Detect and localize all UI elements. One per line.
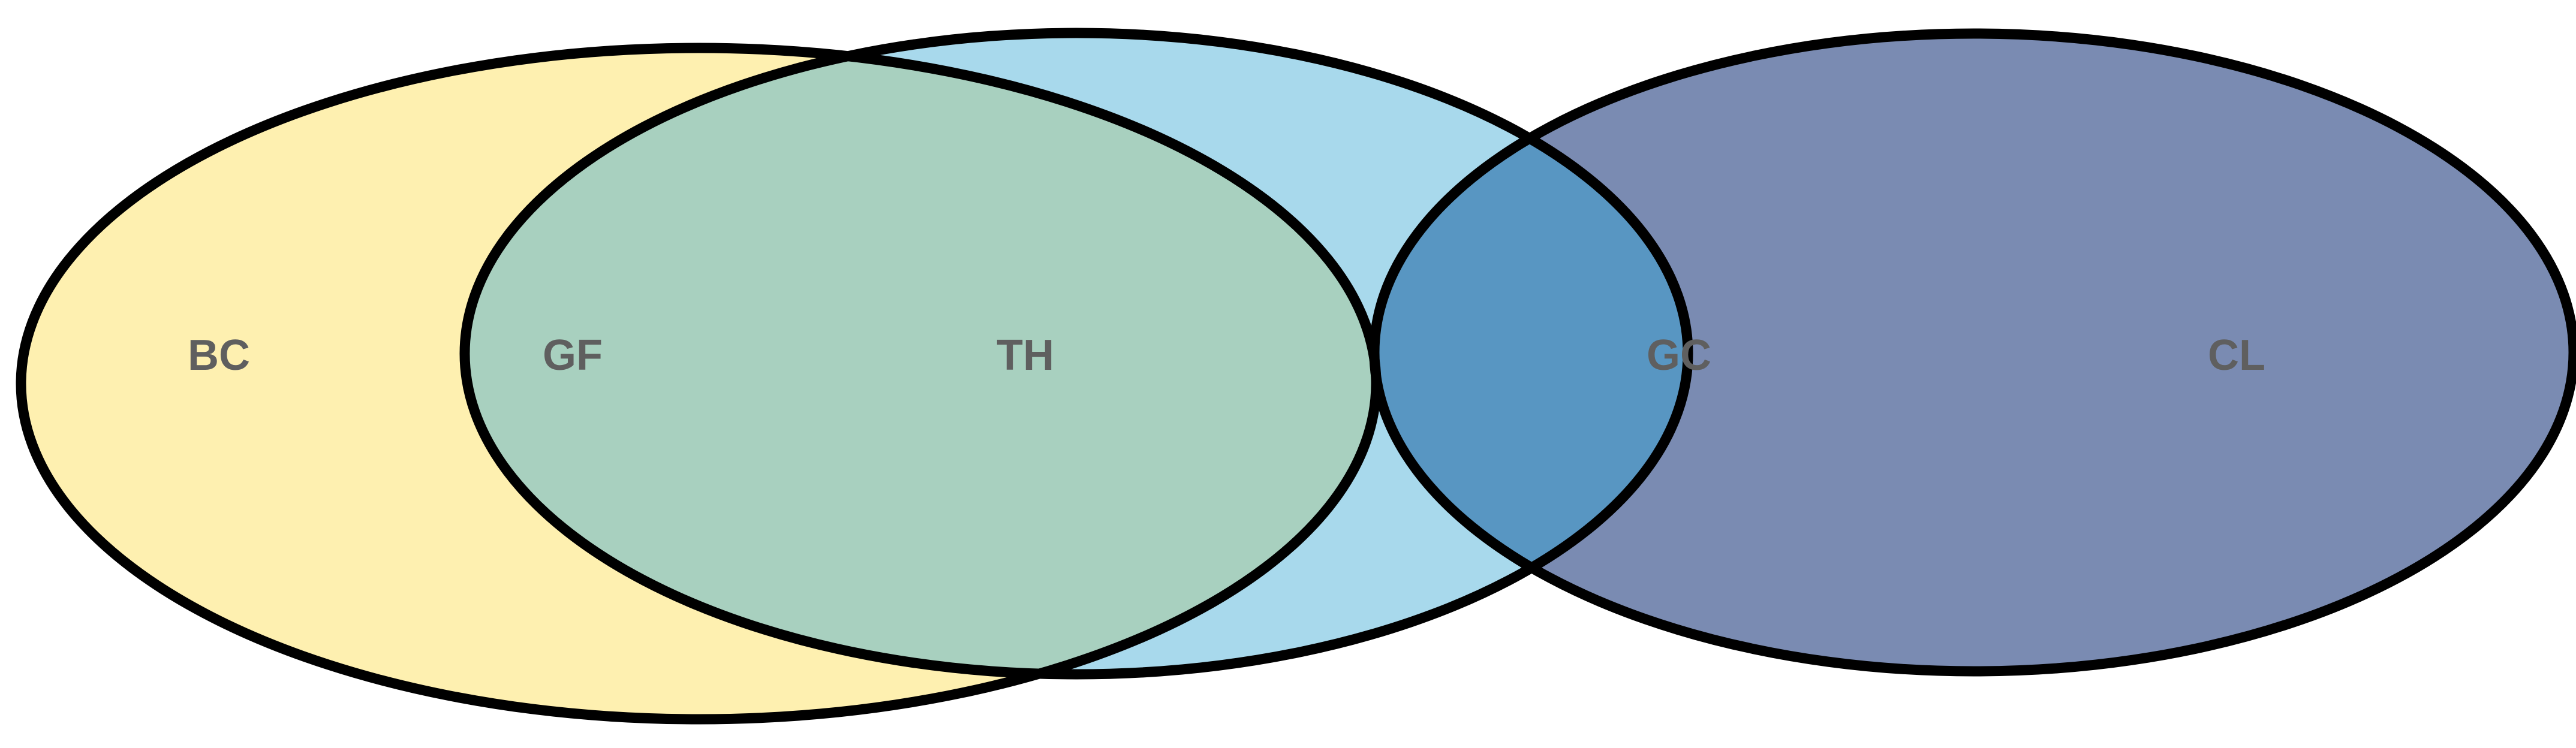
light-blue-set-outline xyxy=(459,28,1693,680)
label-gf: GF xyxy=(543,331,603,379)
label-gc: GC xyxy=(1647,331,1711,379)
slate-blue-set-outline xyxy=(1369,28,2576,677)
label-th: TH xyxy=(997,331,1054,379)
label-bc: BC xyxy=(188,331,250,379)
overlap-yellow-lightblue xyxy=(465,48,1376,674)
label-cl: CL xyxy=(2208,331,2265,379)
slate-blue-set-region xyxy=(1374,34,2574,671)
